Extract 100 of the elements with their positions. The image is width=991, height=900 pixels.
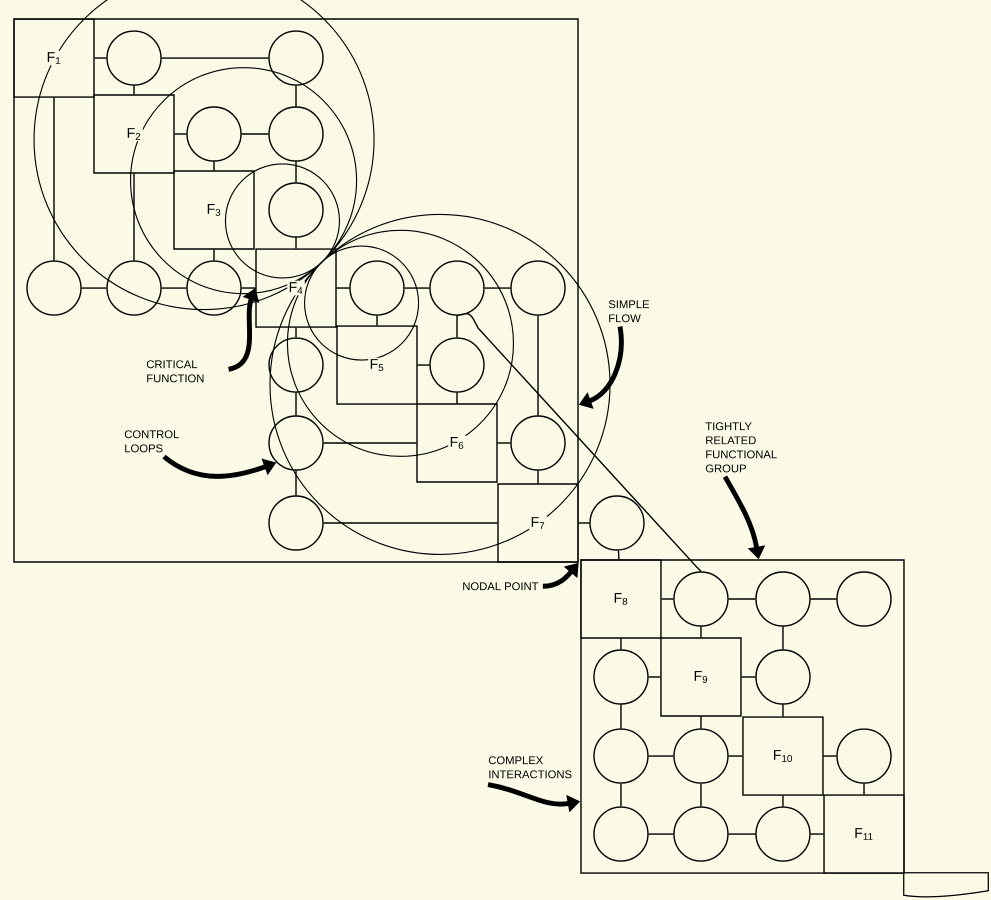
connector-line [324,522,498,524]
callout-text: CRITICAL FUNCTION [146,360,204,382]
connector-line [213,162,215,170]
function-box: F$_{10}$ [742,716,824,796]
group-frame [13,18,579,563]
connector-line [620,704,622,728]
interface-circle [593,649,649,705]
interface-circle [510,415,566,471]
connector-line [162,57,268,59]
interface-circle [186,106,242,162]
interface-circle [836,728,892,784]
connector-line [133,86,135,94]
connector-line [295,470,297,496]
connector-line [648,755,674,757]
connector-line [404,287,430,289]
connector-line [700,716,702,728]
connector-line [648,676,660,678]
function-box: F$_{1}$ [13,18,95,98]
group-frame [580,559,905,874]
connector-line [662,598,674,600]
interface-circle [106,30,162,86]
connector-line [728,598,756,600]
interface-circle [429,337,485,393]
connector-line [824,755,836,757]
connector-line [295,162,297,182]
function-box: F$_{8}$ [580,559,662,639]
connector-line [648,833,674,835]
function-box: F$_{7}$ [497,483,579,563]
interface-circle [429,260,485,316]
connector-line [324,442,416,444]
interface-circle [673,571,729,627]
connector-line [700,784,702,806]
connector-line [213,250,215,260]
interface-circle [593,728,649,784]
interface-circle [755,571,811,627]
callout-text: CONTROL LOOPS [124,430,179,452]
interface-circle [589,495,645,551]
function-box: F$_{5}$ [336,325,418,405]
connector-line [700,626,702,638]
function-box: F$_{4}$ [255,248,337,328]
connector-line [537,316,539,416]
interface-circle [268,106,324,162]
interface-circle [673,806,729,862]
connector-line [810,833,824,835]
flow-line [456,313,702,572]
connector-line [456,316,458,338]
connector-line [418,364,430,366]
connector-line [537,470,539,484]
interface-circle [755,649,811,705]
function-box: F$_{9}$ [660,637,742,717]
connector-line [82,287,106,289]
connector-line [782,796,784,806]
connector-line [728,833,756,835]
connector-line [484,287,510,289]
interface-circle [26,260,82,316]
callout-text: COMPLEX INTERACTIONS [488,756,572,778]
interface-circle [510,260,566,316]
interface-circle [268,182,324,238]
connector-line [295,392,297,416]
connector-line [295,328,297,338]
interface-circle [268,30,324,86]
connector-line [376,316,378,326]
connector-line [336,287,350,289]
torn-tab [903,872,989,898]
connector-line [728,755,742,757]
connector-line [810,598,836,600]
function-box: F$_{2}$ [93,94,175,174]
connector-line [498,442,510,444]
callout-text: SIMPLE FLOW [608,300,650,322]
connector-line [53,98,55,260]
interface-circle [268,415,324,471]
connector-line [742,676,756,678]
connector-line [94,57,106,59]
interface-circle [755,806,811,862]
connector-line [782,704,784,716]
interface-circle [593,806,649,862]
connector-line [578,522,590,524]
connector-line [863,784,865,794]
function-box: F$_{3}$ [173,170,255,250]
callout-text: NODAL POINT [463,582,538,590]
interface-circle [268,337,324,393]
connector-line [242,133,268,135]
function-box: F$_{6}$ [416,403,498,483]
connector-line [620,784,622,806]
connector-line [174,133,186,135]
connector-line [620,638,622,650]
interface-circle [186,260,242,316]
connector-line [618,550,620,560]
connector-line [242,287,256,289]
callout-text: TIGHTLY RELATED FUNCTIONAL GROUP [706,422,777,472]
interface-circle [268,495,324,551]
interface-circle [836,571,892,627]
connector-line [162,287,186,289]
function-box: F$_{11}$ [823,794,905,874]
interface-circle [673,728,729,784]
interface-circle [106,260,162,316]
connector-line [295,86,297,106]
connector-line [133,174,135,260]
connector-line [295,238,297,248]
interface-circle [349,260,405,316]
